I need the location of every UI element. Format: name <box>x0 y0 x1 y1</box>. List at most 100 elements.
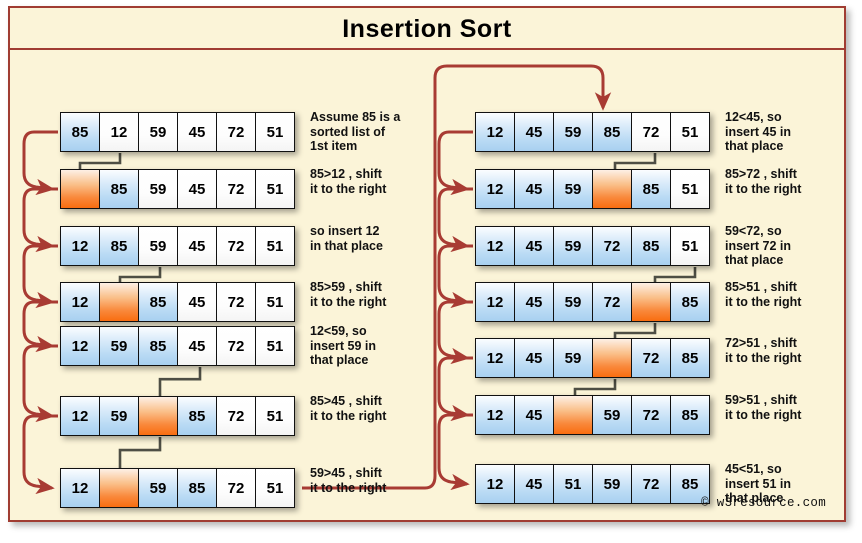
array-cell: 85 <box>138 326 178 366</box>
array-cell: 45 <box>514 282 554 322</box>
array-cell: 59 <box>138 226 178 266</box>
array-cell: 12 <box>60 326 100 366</box>
step-caption-step-9: 85>72 , shift it to the right <box>725 167 802 196</box>
array-cell: 51 <box>255 468 295 508</box>
array-cell: 45 <box>177 226 217 266</box>
array-cell: 45 <box>514 226 554 266</box>
array-cell <box>592 338 632 378</box>
step-caption-step-2: 85>12 , shift it to the right <box>310 167 387 196</box>
array-cell: 59 <box>553 282 593 322</box>
array-cell: 72 <box>216 282 256 322</box>
array-cell: 12 <box>60 468 100 508</box>
connector-arrow <box>437 300 473 365</box>
connector-arrow <box>22 300 58 353</box>
step-caption-step-12: 72>51 , shift it to the right <box>725 336 802 365</box>
array-cell: 12 <box>475 395 515 435</box>
array-cell <box>60 169 100 209</box>
array-cell: 59 <box>138 112 178 152</box>
array-cell: 72 <box>631 112 671 152</box>
array-cell: 12 <box>475 169 515 209</box>
array-cell: 45 <box>177 326 217 366</box>
array-cell: 85 <box>670 464 710 504</box>
array-cell <box>553 395 593 435</box>
step-caption-step-3: so insert 12 in that place <box>310 224 383 253</box>
array-cell: 51 <box>670 226 710 266</box>
array-cell: 12 <box>60 396 100 436</box>
array-cell: 72 <box>216 326 256 366</box>
array-cell: 85 <box>670 395 710 435</box>
array-cell: 85 <box>177 468 217 508</box>
step-caption-step-10: 59<72, so insert 72 in that place <box>725 224 791 267</box>
array-cell: 85 <box>670 282 710 322</box>
array-cell: 72 <box>631 395 671 435</box>
array-cell: 72 <box>216 226 256 266</box>
array-cell: 85 <box>670 338 710 378</box>
array-cell: 85 <box>60 112 100 152</box>
array-cell <box>592 169 632 209</box>
array-cell: 85 <box>177 396 217 436</box>
connector-arrow <box>437 356 473 422</box>
array-cell <box>99 282 139 322</box>
step-caption-step-1: Assume 85 is a sorted list of 1st item <box>310 110 401 153</box>
array-cell: 51 <box>255 112 295 152</box>
array-cell: 72 <box>631 338 671 378</box>
step-caption-step-13: 59>51 , shift it to the right <box>725 393 802 422</box>
array-cell: 12 <box>60 282 100 322</box>
array-cell: 85 <box>99 226 139 266</box>
array-cell: 45 <box>514 464 554 504</box>
array-cell: 51 <box>255 169 295 209</box>
array-cell <box>631 282 671 322</box>
array-cell: 59 <box>553 226 593 266</box>
array-cell: 51 <box>553 464 593 504</box>
array-cell: 59 <box>553 338 593 378</box>
step-caption-step-5: 12<59, so insert 59 in that place <box>310 324 376 367</box>
array-cell: 45 <box>514 112 554 152</box>
array-cell: 12 <box>99 112 139 152</box>
connector-arrow <box>437 244 473 309</box>
step-caption-step-7: 59>45 , shift it to the right <box>310 466 387 495</box>
array-cell: 85 <box>99 169 139 209</box>
array-cell: 51 <box>255 396 295 436</box>
array-cell: 59 <box>553 112 593 152</box>
array-cell: 45 <box>514 395 554 435</box>
array-cell <box>138 396 178 436</box>
array-cell: 12 <box>475 112 515 152</box>
connector-arrow <box>22 244 58 309</box>
step-caption-step-11: 85>51 , shift it to the right <box>725 280 802 309</box>
array-cell: 59 <box>138 468 178 508</box>
connector-arrow <box>22 187 58 253</box>
step-caption-step-14: 45<51, so insert 51 in that place <box>725 462 791 505</box>
array-cell: 51 <box>255 282 295 322</box>
connector-arrow <box>22 344 58 423</box>
array-cell: 45 <box>177 169 217 209</box>
array-cell: 51 <box>670 169 710 209</box>
array-cell: 72 <box>631 464 671 504</box>
array-cell: 85 <box>631 169 671 209</box>
array-cell: 85 <box>592 112 632 152</box>
array-cell: 59 <box>553 169 593 209</box>
connector-arrow <box>22 130 58 196</box>
title-bar: Insertion Sort <box>10 8 844 50</box>
connector-arrow <box>437 413 473 491</box>
array-cell: 59 <box>99 396 139 436</box>
array-cell: 12 <box>475 338 515 378</box>
array-cell: 59 <box>592 395 632 435</box>
array-cell: 59 <box>99 326 139 366</box>
array-cell: 12 <box>475 282 515 322</box>
array-cell: 45 <box>177 282 217 322</box>
step-caption-step-8: 12<45, so insert 45 in that place <box>725 110 791 153</box>
array-cell: 12 <box>475 464 515 504</box>
array-cell: 72 <box>216 468 256 508</box>
array-cell: 12 <box>60 226 100 266</box>
